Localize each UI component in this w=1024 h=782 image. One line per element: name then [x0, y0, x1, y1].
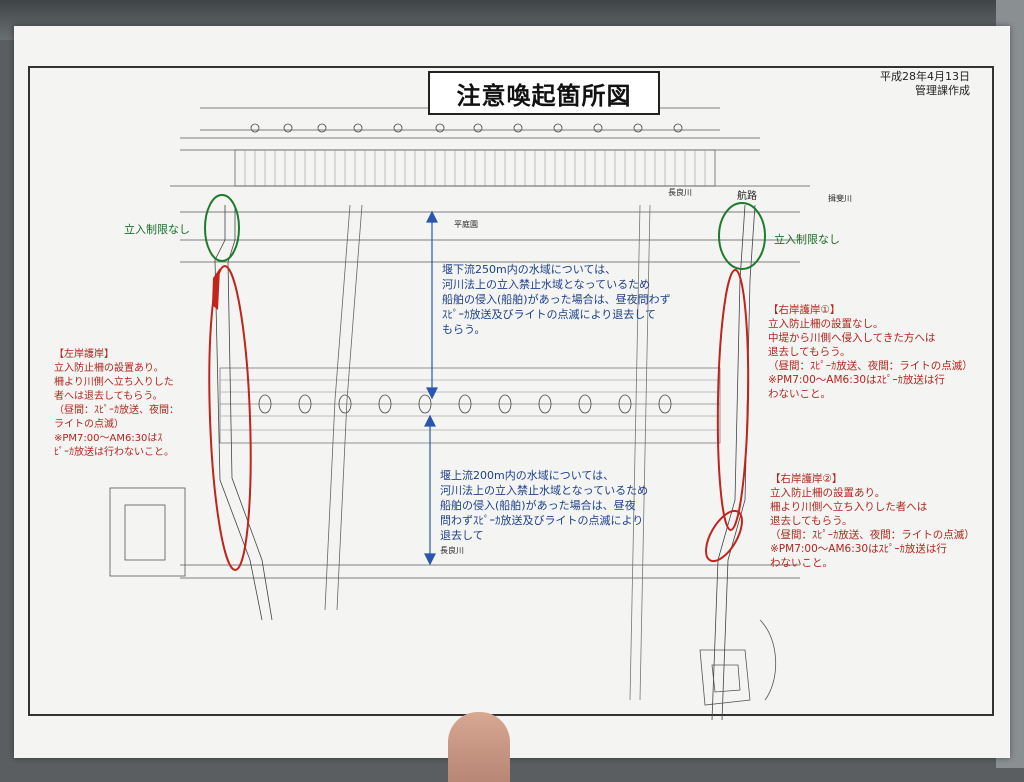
- page-title: 注意喚起箇所図: [428, 71, 660, 115]
- right-bank-2-note: 【右岸護岸②】 立入防止柵の設置あり。 柵より川側へ立ち入りした者へは 退去して…: [770, 473, 975, 569]
- holding-thumb: [448, 712, 510, 782]
- upstream-note: 堰上流200m内の水域については、 河川法上の立入禁止水域となっているため 船舶…: [440, 469, 649, 542]
- left-bank-note: 【左岸護岸】 立入防止柵の設置あり。 柵より川側へ立ち入りした 者へは退去しても…: [54, 349, 179, 458]
- label-ibi-river: 揖斐川: [828, 194, 852, 203]
- issue-date: 平成28年4月13日: [880, 70, 970, 83]
- right-bank-1-note: 【右岸護岸①】 立入防止柵の設置なし。 中堤から川側へ侵入してきた方へは 退去し…: [768, 304, 973, 400]
- downstream-note: 堰下流250m内の水域については、 河川法上の立入禁止水域となっているため 船舶…: [442, 263, 671, 336]
- label-nagara-bottom: 長良川: [440, 546, 464, 555]
- author-department: 管理課作成: [915, 84, 970, 97]
- label-navigation-channel: 航路: [737, 191, 757, 202]
- drawing-frame: [28, 66, 994, 716]
- green-note-left: 立入制限なし: [124, 223, 190, 236]
- green-note-right: 立入制限なし: [774, 233, 840, 246]
- label-garden: 平庭園: [454, 220, 478, 229]
- label-nagara-river: 長良川: [668, 188, 692, 197]
